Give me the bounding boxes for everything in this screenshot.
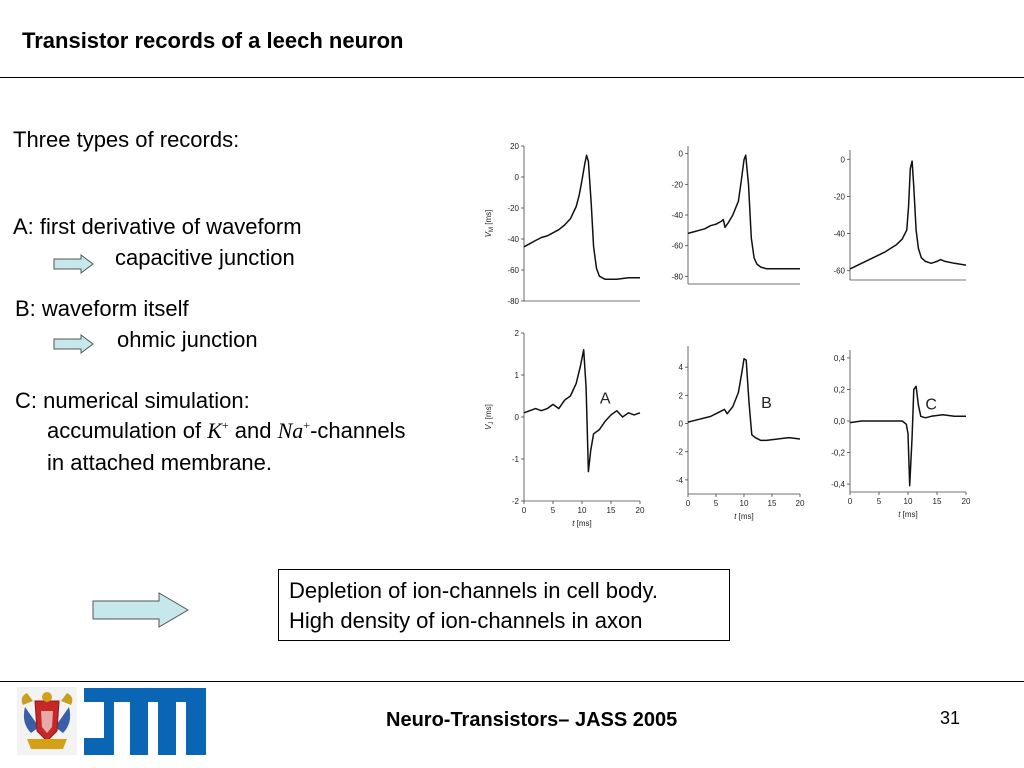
- b-bottom-xtick-label: 5: [714, 499, 719, 508]
- c-bottom-xtick-label: 15: [933, 497, 942, 506]
- accumulation-text: accumulation of: [47, 418, 208, 443]
- a-bottom-xtick-label: 0: [522, 506, 527, 515]
- right-arrow-icon: [92, 592, 189, 628]
- b-bottom-xtick-label: 20: [796, 499, 805, 508]
- a-top-y-axis-label: VM [ms]: [484, 210, 495, 238]
- c-top-ytick-label: -40: [833, 230, 845, 239]
- a-top-ytick-label: 20: [510, 142, 519, 151]
- a-bottom-panel-label: A: [600, 391, 611, 408]
- b-bottom-xtick-label: 10: [740, 499, 749, 508]
- b-bottom-ytick-label: 2: [679, 391, 684, 400]
- b-top-ytick-label: -60: [671, 242, 683, 251]
- c-top-ytick-label: 0: [841, 155, 846, 164]
- a-bottom-ytick-label: -2: [512, 497, 520, 506]
- c-bottom-panel-label: C: [925, 397, 937, 414]
- record-c-label: C: numerical simulation:: [15, 388, 250, 413]
- a-top-ytick-label: -80: [507, 297, 519, 306]
- footer-title: Neuro-Transistors– JASS 2005: [386, 709, 678, 731]
- a-bottom-trace: [523, 349, 641, 473]
- conclusion-line-1: Depletion of ion-channels in cell body.: [289, 578, 658, 603]
- channels-text: -channels: [310, 418, 406, 443]
- c-bottom-ytick-label: 0,0: [834, 417, 846, 426]
- c-bottom-xtick-label: 5: [877, 497, 882, 506]
- a-bottom-ytick-label: -1: [512, 455, 520, 464]
- a-top-ytick-label: 0: [515, 173, 520, 182]
- conclusion-line-2: High density of ion-channels in axon: [289, 608, 643, 633]
- and-text: and: [228, 418, 278, 443]
- a-top-ytick-label: -20: [507, 204, 519, 213]
- c-bottom-trace: [849, 385, 966, 487]
- a-top-ytick-label: -60: [507, 266, 519, 275]
- record-b-junction: ohmic junction: [117, 327, 258, 352]
- conclusion-box: Depletion of ion-channels in cell body. …: [278, 569, 730, 641]
- a-bottom-ytick-label: 2: [515, 329, 520, 338]
- c-bottom-xtick-label: 10: [904, 497, 913, 506]
- b-bottom-xtick-label: 0: [686, 499, 691, 508]
- b-bottom-panel-label: B: [761, 395, 772, 412]
- university-crest-logo: [17, 687, 77, 755]
- c-bottom-x-axis-label: t [ms]: [898, 510, 918, 519]
- c-top-ytick-label: -60: [833, 267, 845, 276]
- footer-divider: [0, 681, 1024, 682]
- record-c-channels: accumulation of K+ and Na+-channels: [47, 418, 405, 444]
- b-bottom-trace: [687, 357, 801, 442]
- b-top-trace: [687, 154, 800, 270]
- title-divider: [0, 77, 1024, 78]
- page-number: 31: [940, 708, 961, 728]
- b-bottom-ytick-label: -2: [676, 448, 684, 457]
- c-bottom-xtick-label: 20: [962, 497, 971, 506]
- b-bottom-xtick-label: 15: [768, 499, 777, 508]
- b-top-ytick-label: -20: [671, 180, 683, 189]
- b-top-ytick-label: -80: [671, 272, 683, 281]
- c-bottom-ytick-label: 0,2: [834, 385, 846, 394]
- record-a-junction: capacitive junction: [115, 245, 295, 270]
- a-bottom-x-axis-label: t [ms]: [572, 519, 592, 528]
- b-bottom-ytick-label: -4: [676, 476, 684, 485]
- c-top-ytick-label: -20: [833, 192, 845, 201]
- a-bottom-y-axis-label: VJ [ms]: [484, 404, 495, 430]
- a-bottom-xtick-label: 5: [551, 506, 556, 515]
- a-bottom-xtick-label: 15: [607, 506, 616, 515]
- c-bottom-ytick-label: -0,2: [831, 449, 845, 458]
- potassium-symbol: K+: [207, 418, 229, 443]
- record-c-membrane: in attached membrane.: [47, 450, 273, 475]
- right-arrow-icon: [53, 254, 94, 274]
- a-bottom-xtick-label: 20: [636, 506, 645, 515]
- b-bottom-ytick-label: 0: [679, 420, 684, 429]
- record-a-label: A: first derivative of waveform: [13, 214, 302, 239]
- tum-logo: [84, 688, 206, 755]
- b-bottom-x-axis-label: t [ms]: [734, 512, 754, 521]
- b-bottom-ytick-label: 4: [679, 363, 684, 372]
- c-bottom-ytick-label: 0,4: [834, 354, 846, 363]
- record-b-label: B: waveform itself: [15, 296, 189, 321]
- c-bottom-ytick-label: -0,4: [831, 480, 845, 489]
- c-bottom-xtick-label: 0: [848, 497, 853, 506]
- a-bottom-xtick-label: 10: [578, 506, 587, 515]
- a-bottom-ytick-label: 1: [515, 371, 520, 380]
- intro-text: Three types of records:: [13, 127, 240, 152]
- sodium-symbol: Na+: [277, 418, 311, 443]
- right-arrow-icon: [53, 334, 94, 354]
- c-top-trace: [849, 160, 967, 270]
- a-top-ytick-label: -40: [507, 235, 519, 244]
- b-top-ytick-label: -40: [671, 211, 683, 220]
- slide-title: Transistor records of a leech neuron: [22, 28, 404, 53]
- b-top-ytick-label: 0: [679, 150, 684, 159]
- a-bottom-ytick-label: 0: [515, 413, 520, 422]
- a-top-trace: [523, 154, 640, 281]
